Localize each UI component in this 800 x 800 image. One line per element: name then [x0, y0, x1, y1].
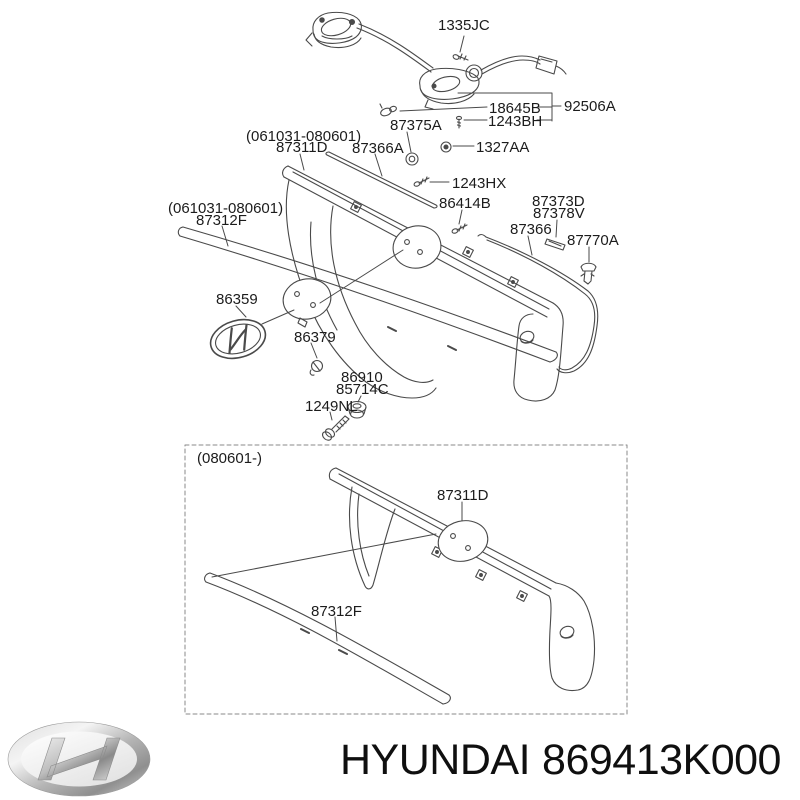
- part-label-87378V: 87378V: [533, 205, 585, 222]
- hyundai-emblem-part: [209, 318, 267, 360]
- clip-87770A: [580, 262, 597, 285]
- part-label-86359: 86359: [216, 291, 258, 308]
- garnish-87311D-upper: [282, 165, 564, 402]
- part-label-1243HX: 1243HX: [452, 175, 507, 192]
- bulb-socket-18645B: [379, 103, 397, 117]
- part-label-87311D-box: 87311D: [437, 487, 489, 504]
- screw-1249NL: [321, 415, 350, 441]
- license-lamp-right: [419, 64, 483, 110]
- emblem-mount-plate: [392, 225, 442, 269]
- part-label-92506A: 92506A: [564, 98, 616, 115]
- hyundai-logo: [7, 721, 151, 797]
- emblem-mount-plate: [437, 520, 489, 562]
- part-label-87366: 87366: [510, 221, 552, 238]
- emblem-mount-plate: [282, 278, 332, 328]
- part-label-87366A: 87366A: [352, 140, 404, 157]
- license-lamp-left: [305, 11, 362, 49]
- variant-box: [184, 444, 628, 715]
- part-label-87770A: 87770A: [567, 232, 619, 249]
- range-label-upper: (061031-080601): [246, 128, 362, 145]
- part-label-18645B: 18645B: [489, 100, 541, 117]
- part-label-87312F-box: 87312F: [311, 603, 362, 620]
- part-label-1327AA: 1327AA: [476, 139, 530, 156]
- strip-87312F-upper: [177, 226, 558, 363]
- part-label-85714C: 85714C: [336, 381, 389, 398]
- part-number-text: 869413K000: [542, 736, 781, 784]
- clip-tab: [350, 201, 519, 288]
- part-label-87375A: 87375A: [390, 117, 442, 134]
- garnish-87311D-lower: [328, 467, 596, 692]
- screw-86414B: [451, 223, 468, 234]
- strip-87312F-lower: [204, 572, 451, 705]
- part-label-1249NL: 1249NL: [305, 398, 358, 415]
- screw-1243BH: [455, 115, 463, 129]
- part-label-86910: 86910: [341, 369, 383, 386]
- part-label-1243BH: 1243BH: [488, 113, 543, 130]
- leader-lines: [211, 35, 590, 642]
- nut-1327AA: [440, 141, 452, 153]
- part-label-87311D: 87311D: [276, 139, 328, 156]
- grommet-87375A: [405, 152, 419, 166]
- part-label-86414B: 86414B: [439, 195, 491, 212]
- wiring-harness: [356, 23, 567, 75]
- part-label-86379: 86379: [294, 329, 336, 346]
- part-label-1335JC: 1335JC: [438, 17, 490, 34]
- range-label-lower: (061031-080601): [168, 200, 284, 217]
- brand-text: HYUNDAI: [340, 736, 531, 784]
- part-label-87312F: 87312F: [196, 212, 247, 229]
- clip-tab: [431, 546, 528, 602]
- screw-1243HX: [413, 176, 430, 187]
- pad-87373D: [544, 238, 566, 251]
- range-label-box: (080601-): [197, 450, 263, 467]
- strip-87366A: [325, 151, 438, 209]
- screw-1335JC: [452, 53, 469, 61]
- grommet-85714C: [347, 400, 367, 419]
- part-label-87373D: 87373D: [532, 193, 585, 210]
- clip-86379: [309, 359, 324, 376]
- weatherstrip-87366: [477, 234, 599, 374]
